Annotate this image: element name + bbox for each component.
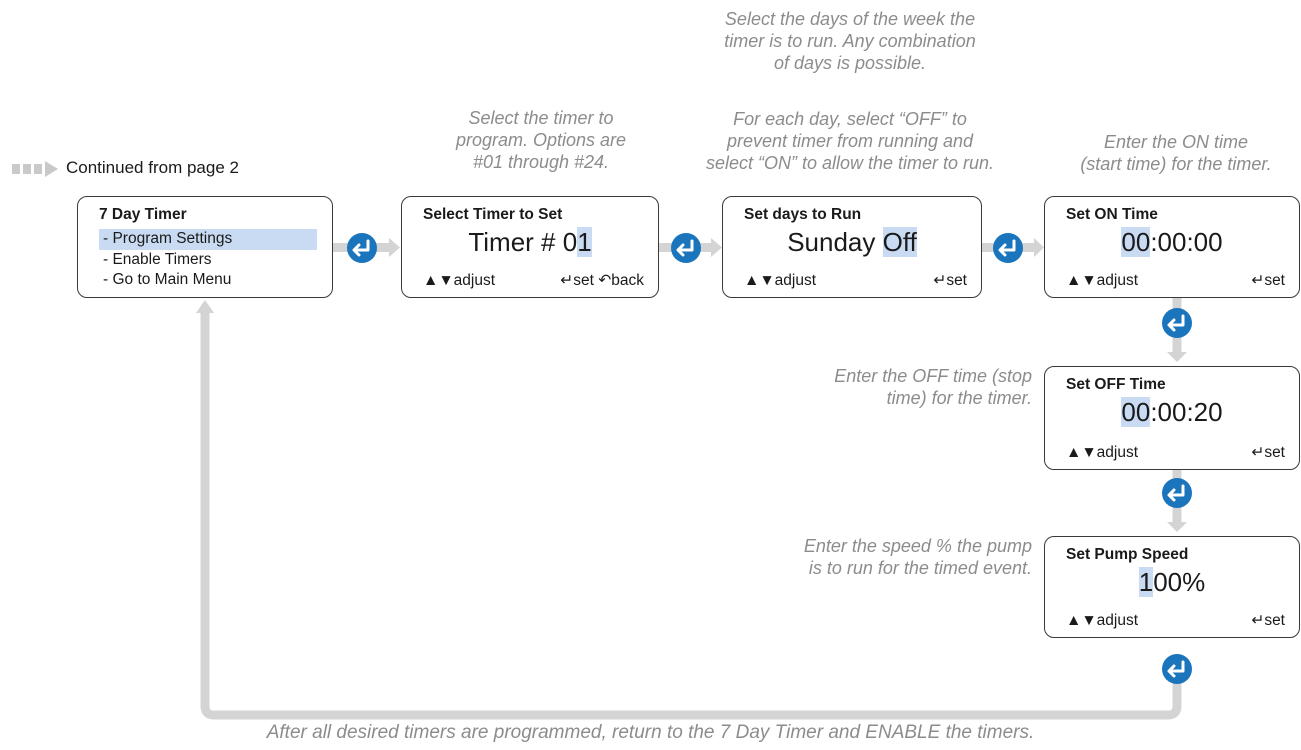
note-line: Enter the OFF time (stop [834, 366, 1032, 386]
set-hint: ↵set [933, 272, 967, 289]
menu-item-enable-timers[interactable]: - Enable Timers [99, 250, 317, 271]
value-cursor: 00 [1121, 227, 1151, 257]
note-select-timer: Select the timer to program. Options are… [426, 107, 656, 173]
note-line: prevent timer from running and [726, 131, 974, 151]
note-line: For each day, select “OFF” to [733, 109, 967, 129]
day-name: Sunday [787, 227, 883, 257]
value-text: :00:20 [1150, 397, 1223, 427]
value-text: :00:00 [1150, 227, 1223, 257]
enter-icon[interactable] [669, 231, 703, 265]
enter-icon[interactable] [991, 231, 1025, 265]
screen-title: Select Timer to Set [423, 206, 563, 223]
adjust-hint: ▲▼adjust [1066, 272, 1139, 289]
note-day-on-off: For each day, select “OFF” to prevent ti… [670, 108, 1030, 174]
continued-from-label: Continued from page 2 [12, 158, 239, 178]
screen-7-day-timer: 7 Day Timer - Program Settings - Enable … [77, 196, 333, 298]
enter-icon[interactable] [1160, 652, 1194, 686]
back-hint: ↶back [598, 272, 644, 289]
screen-select-timer: Select Timer to Set Timer # 01 ▲▼adjust … [401, 196, 659, 298]
set-hint: ↵set [1251, 612, 1285, 629]
set-hint: ↵set [1251, 444, 1285, 461]
note-select-days: Select the days of the week the timer is… [685, 8, 1015, 74]
on-time-value[interactable]: 00:00:00 [1045, 227, 1299, 258]
return-loop-connector [200, 312, 1182, 720]
menu-list: - Program Settings - Enable Timers - Go … [99, 229, 317, 291]
menu-item-label: - Go to Main Menu [103, 271, 232, 288]
screen-on-time: Set ON Time 00:00:00 ▲▼adjust ↵set [1044, 196, 1300, 298]
note-return-enable: After all desired timers are programmed,… [0, 722, 1301, 744]
continued-text: Continued from page 2 [66, 158, 239, 177]
adjust-hint: ▲▼adjust [744, 272, 817, 289]
set-back-hint: ↵set ↶back [560, 271, 644, 290]
screen-pump-speed: Set Pump Speed 100% ▲▼adjust ↵set [1044, 536, 1300, 638]
screen-title: Set Pump Speed [1066, 546, 1189, 563]
adjust-hint: ▲▼adjust [1066, 444, 1139, 461]
arrow-right-icon [45, 160, 58, 177]
off-time-value[interactable]: 00:00:20 [1045, 397, 1299, 428]
return-loop-arrowhead [196, 300, 214, 313]
adjust-hint: ▲▼adjust [423, 272, 496, 289]
note-line: program. Options are [455, 130, 627, 150]
value-text: Timer # 0 [468, 227, 578, 257]
value-text: 00% [1153, 567, 1206, 597]
screen-off-time: Set OFF Time 00:00:20 ▲▼adjust ↵set [1044, 366, 1300, 470]
note-line: #01 through #24. [472, 152, 610, 172]
screen-title: Set days to Run [744, 206, 862, 223]
screen-title: 7 Day Timer [99, 206, 187, 223]
value-cursor: 1 [577, 227, 592, 257]
note-line: Select the timer to [468, 108, 614, 128]
note-line: of days is possible. [773, 53, 927, 73]
note-line: Enter the ON time [1103, 132, 1249, 152]
note-off-time: Enter the OFF time (stop time) for the t… [760, 365, 1032, 409]
enter-icon[interactable] [1160, 476, 1194, 510]
menu-item-label: - Enable Timers [103, 250, 212, 268]
value-cursor: 1 [1138, 567, 1154, 597]
day-state: Off [882, 227, 917, 257]
note-line: (start time) for the timer. [1080, 154, 1272, 174]
set-hint: ↵set [1251, 272, 1285, 289]
note-line: timer is to run. Any combination [724, 31, 976, 51]
note-line: Enter the speed % the pump [803, 536, 1032, 556]
continue-square-icon [12, 163, 20, 174]
day-value[interactable]: Sunday Off [723, 227, 981, 258]
screen-title: Set OFF Time [1066, 376, 1166, 393]
set-hint: ↵set [560, 272, 594, 289]
enter-icon[interactable] [345, 231, 379, 265]
continue-square-icon [34, 163, 42, 174]
continue-square-icon [23, 163, 31, 174]
note-line: After all desired timers are programmed,… [266, 722, 1035, 743]
menu-item-label: - Program Settings [103, 230, 233, 247]
pump-speed-value[interactable]: 100% [1045, 567, 1299, 598]
adjust-hint: ▲▼adjust [1066, 612, 1139, 629]
screen-set-days: Set days to Run Sunday Off ▲▼adjust ↵set [722, 196, 982, 298]
value-cursor: 00 [1121, 397, 1151, 427]
note-line: select “ON” to allow the timer to run. [705, 153, 995, 173]
screen-title: Set ON Time [1066, 206, 1158, 223]
note-line: time) for the timer. [886, 388, 1032, 408]
note-line: Select the days of the week the [724, 9, 976, 29]
menu-item-program-settings[interactable]: - Program Settings [99, 229, 317, 250]
menu-item-main-menu[interactable]: - Go to Main Menu [99, 270, 317, 291]
timer-number-value[interactable]: Timer # 01 [402, 227, 658, 258]
note-on-time: Enter the ON time (start time) for the t… [1058, 131, 1294, 175]
enter-icon[interactable] [1160, 306, 1194, 340]
note-pump-speed: Enter the speed % the pump is to run for… [740, 535, 1032, 579]
note-line: is to run for the timed event. [808, 558, 1032, 578]
